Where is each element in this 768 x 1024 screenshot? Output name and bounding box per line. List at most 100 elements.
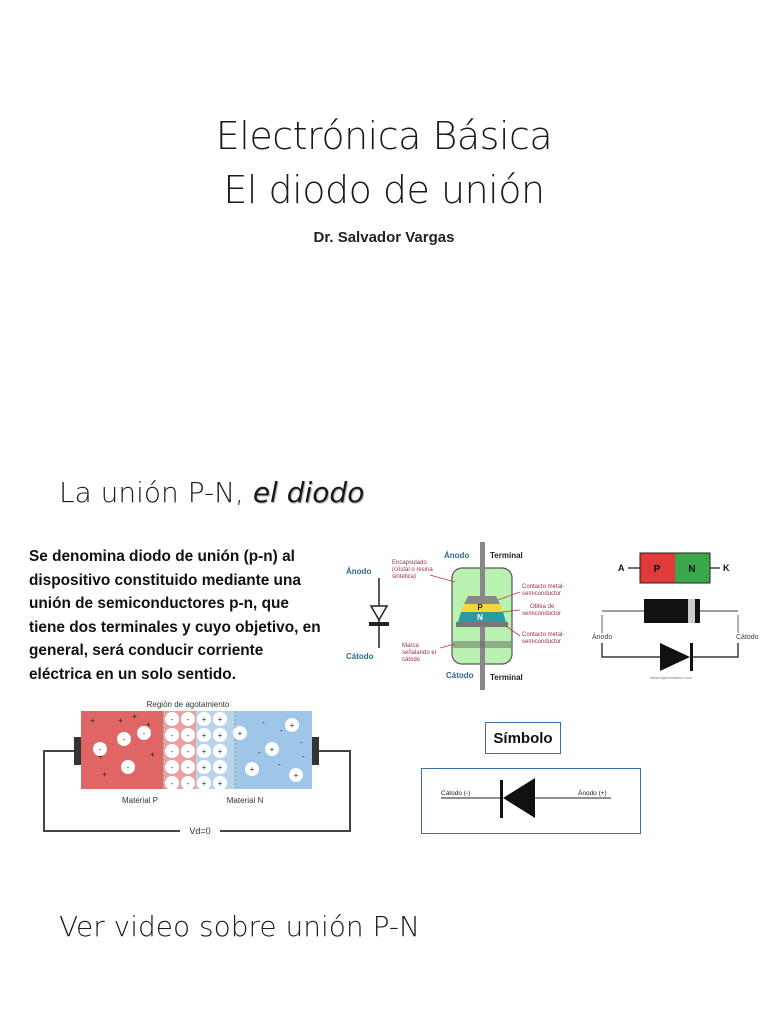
marca-line2: señalando el [402,650,436,656]
construction-terminal-bottom: Terminal [490,673,523,682]
construction-anode-label: Ánodo [346,567,371,576]
contacto1-pointer [497,591,521,601]
symbol-heading: Símbolo [485,722,561,754]
slide2-title-main: La unión P-N, [59,476,253,509]
bottom-contact [456,622,508,627]
depletion-ion-sign: - [171,779,174,788]
slide1-title-line1: Electrónica Básica [215,114,553,158]
construction-n-label: N [477,613,483,622]
marca-line1: Marca [402,643,419,649]
depletion-ion-sign: + [218,731,223,740]
n-ion [289,768,303,782]
p-hole-plus: + [150,750,155,759]
left-contact [74,737,81,765]
oblea-line1: Oblea de [530,604,555,610]
symbol-left-wire [601,643,660,658]
p-ion-sign: - [123,735,126,744]
depletion-region-label: Región de agotamiento [147,700,230,709]
depletion-region-diagram: Región de agotamiento Vd=0 Material P Ma… [43,700,351,836]
cathode-band [453,641,511,648]
n-electron-minus: - [300,738,303,747]
depletion-ion [213,728,227,742]
encapsulado-pointer [429,574,456,583]
symbol-cathode-label: Cátodo (-) [441,790,470,797]
pn-p-region [640,553,675,583]
pn-p-label: P [654,564,661,575]
vd-label: Vd=0 [189,826,210,836]
n-ion-sign: + [270,745,275,754]
depletion-ion-sign: + [202,763,207,772]
p-ion-sign: - [143,729,146,738]
marca-line3: cátodo [402,657,421,663]
depletion-ion [197,712,211,726]
depletion-ion [165,776,179,790]
contacto1-line1: Contacto metal- [522,584,564,590]
pn-watermark: www.ingmecafenix.com [650,675,692,680]
construction-cathode-label: Cátodo [346,652,374,661]
right-contact [312,737,319,765]
n-electron-minus: - [302,752,305,761]
depletion-ion [165,760,179,774]
p-ion [137,726,151,740]
n-ion [233,726,247,740]
depletion-ion [197,744,211,758]
encapsulado-line1: Encapsulado [392,560,427,566]
p-ion-sign: - [127,763,130,772]
depletion-ion [181,712,195,726]
n-ion [265,742,279,756]
depletion-ion [197,776,211,790]
physical-anode-label: Ánodo [592,632,612,641]
depletion-ion [181,728,195,742]
n-ion-sign: + [250,765,255,774]
depletion-ion-sign: + [202,715,207,724]
p-layer [461,604,503,612]
external-wire-left [43,750,180,832]
pn-block-diagram: A P N K Ánodo Cátodo www.ingmecafenix.co… [592,552,759,680]
construction-cathode-bottom: Cátodo [446,671,474,680]
depletion-ion-sign: - [187,763,190,772]
p-ion-sign: - [99,745,102,754]
video-title: Ver video sobre unión P-N [59,910,420,943]
p-hole-plus: + [98,752,103,761]
depletion-ion-sign: - [171,747,174,756]
depletion-ion [213,776,227,790]
material-p-label: Material P [122,796,158,805]
diode-description: Se denomina diodo de unión (p-n) al disp… [29,548,321,683]
material-n-label: Material N [227,796,264,805]
depletion-ion-sign: - [187,715,190,724]
diode-construction-diagram: Ánodo Cátodo P N Ánodo Terminal Encapsul… [346,542,564,690]
marca-pointer [439,643,456,649]
depletion-ion-sign: - [171,763,174,772]
depletion-ion [181,776,195,790]
construction-p-label: P [477,603,483,612]
symbol-frame [421,768,641,834]
depletion-ion [181,744,195,758]
top-contact [464,596,500,604]
contacto2-line2: semiconductor [522,639,561,645]
contacto2-line1: Contacto metal- [522,632,564,638]
p-hole-plus: + [132,712,137,721]
p-ion [93,742,107,756]
small-diode-triangle [369,605,389,622]
depletion-ion [213,744,227,758]
depletion-ion-sign: + [202,779,207,788]
n-ion-sign: + [294,771,299,780]
diode-symbol-diagram: Cátodo (-) Ánodo (+) [441,778,611,818]
depletion-ion [181,760,195,774]
external-wire-right [220,750,351,832]
pn-n-region [675,553,710,583]
depletion-ion-sign: + [202,731,207,740]
contacto1-line2: semiconductor [522,591,561,597]
oblea-line2: semiconductor [522,611,561,617]
depletion-ion-sign: - [187,747,190,756]
author-name: Dr. Salvador Vargas [313,229,455,246]
depletion-ion [213,712,227,726]
small-diode-bar [369,622,389,626]
symbol-right-wire [693,643,739,658]
slide2-title-emphasis: el diodo [252,476,365,509]
depletion-ion-sign: - [187,779,190,788]
p-ion [121,760,135,774]
n-ion-sign: + [238,729,243,738]
slide2-title: La unión P-N, el diodo [59,476,364,509]
depletion-ion-sign: + [218,779,223,788]
